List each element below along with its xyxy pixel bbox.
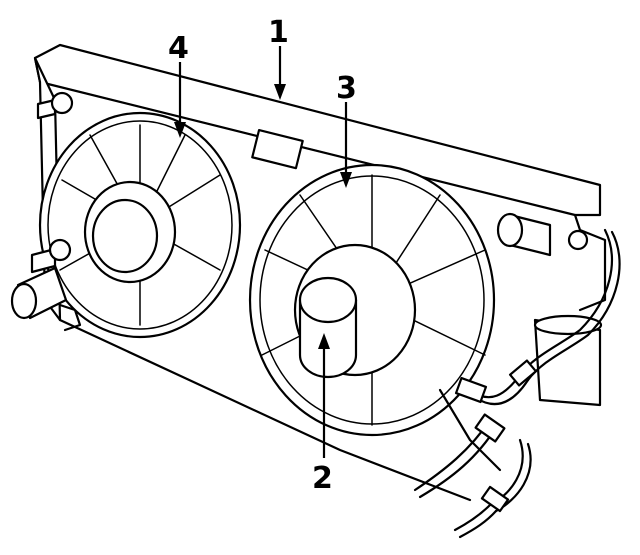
left-fan-blade-assembly <box>38 111 242 339</box>
right-side-fittings <box>496 212 603 407</box>
callout-4: 4 <box>168 31 189 138</box>
left-hose-outlet <box>10 266 68 320</box>
callout-2-label: 2 <box>312 461 333 496</box>
fan-motor <box>298 276 358 379</box>
wiring-harness <box>413 228 621 539</box>
callout-3-label: 3 <box>336 71 357 106</box>
mounting-studs <box>30 91 74 274</box>
callout-4-label: 4 <box>168 31 189 66</box>
callout-3: 3 <box>336 71 357 188</box>
callout-2: 2 <box>312 333 333 496</box>
callout-1: 1 <box>268 15 289 100</box>
callout-1-label: 1 <box>268 15 289 50</box>
